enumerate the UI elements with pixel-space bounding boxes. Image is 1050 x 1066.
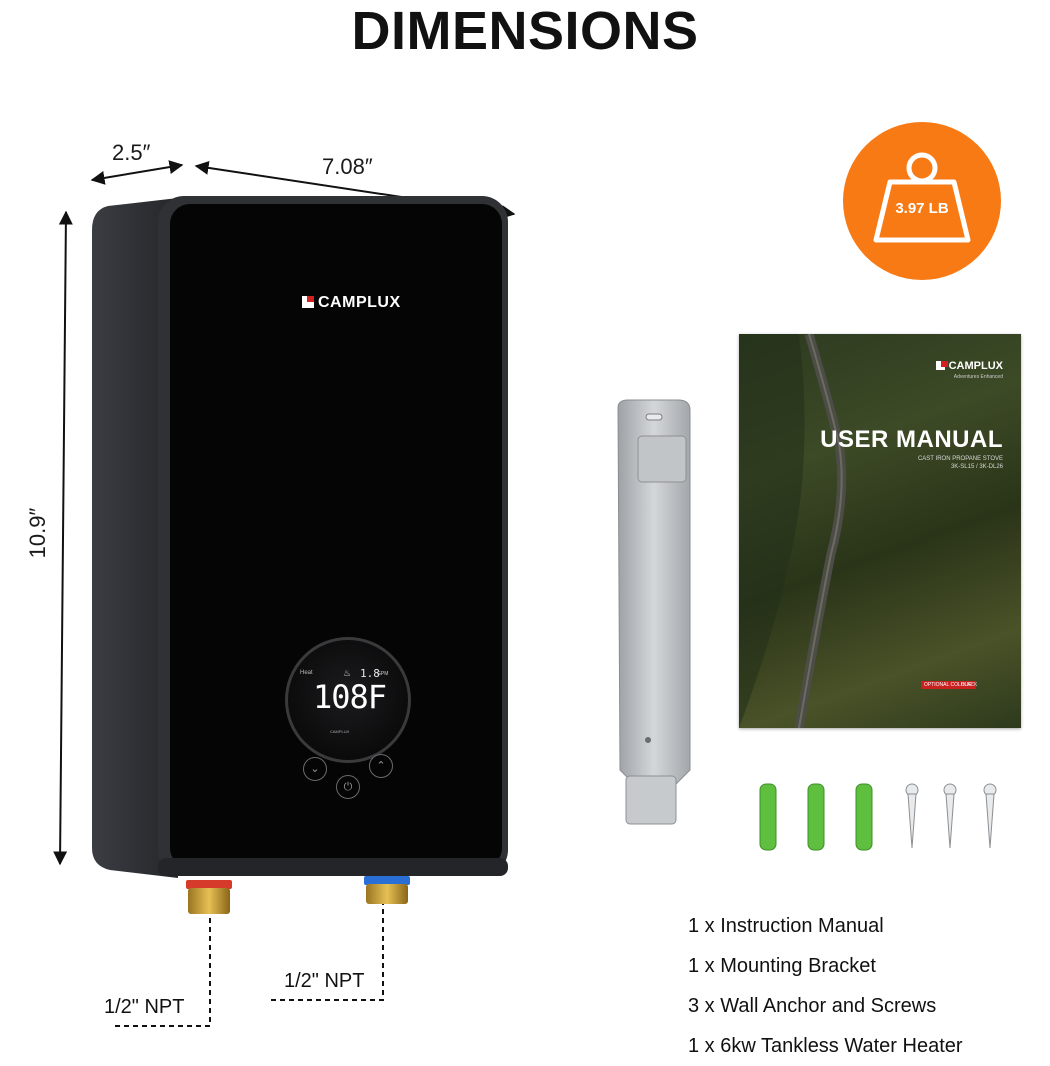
weight-badge (843, 122, 1001, 280)
weight-value: 3.97 LB (895, 200, 949, 217)
user-manual: CAMPLUX Adventures Enhanced USER MANUAL … (739, 334, 1021, 728)
package-contents: 1 x Instruction Manual 1 x Mounting Brac… (688, 906, 963, 1066)
width-label: 7.08″ (322, 154, 373, 179)
control-display (285, 637, 411, 763)
manual-subtitle-line1: CAST IRON PROPANE STOVE (917, 456, 1003, 462)
flow-readout: 1.8 (360, 667, 380, 680)
heat-indicator: Heat (300, 670, 313, 676)
camplux-logo-icon (935, 361, 948, 370)
camplux-logo-icon (302, 296, 314, 308)
manual-subtitle-line2: 3K-SL15 / 3K-DL26 (950, 464, 1003, 470)
manual-tagline: Adventures Enhanced (953, 374, 1003, 380)
screw (905, 783, 997, 849)
list-item: 3 x Wall Anchor and Screws (688, 995, 937, 1017)
down-chevron-icon[interactable]: ⌄ (303, 757, 327, 781)
heater-logo: CAMPLUX (302, 294, 401, 312)
right-npt-label: 1/2" NPT (284, 970, 365, 992)
manual-subtitle: CAST IRON PROPANE STOVE 3K-SL15 / 3K-DL2… (918, 455, 1003, 471)
water-heater (92, 196, 508, 878)
list-item: 1 x Instruction Manual (688, 915, 884, 937)
mounting-bracket (617, 399, 691, 825)
colour-value: BLACK (961, 682, 978, 688)
water-fittings (186, 876, 410, 914)
flow-unit: GPM (377, 671, 389, 677)
wall-anchor (759, 783, 873, 851)
height-arrow (53, 210, 73, 866)
height-label: 10.9″ (25, 507, 50, 559)
temperature-readout: 108F (313, 678, 387, 716)
list-item: 1 x 6kw Tankless Water Heater (688, 1035, 963, 1057)
colour-tag: OPTIONAL COLOUR: (921, 681, 977, 689)
manual-brand-text: CAMPLUX (948, 360, 1003, 372)
list-item: 1 x Mounting Bracket (688, 955, 876, 977)
heater-brand-text: CAMPLUX (318, 294, 401, 311)
page-title: DIMENSIONS (351, 1, 699, 61)
up-chevron-icon[interactable]: ⌃ (369, 754, 393, 778)
display-brand: CAMPLUX (330, 729, 350, 734)
shower-icon: ♨ (343, 668, 352, 678)
right-npt-leader (270, 900, 384, 1001)
manual-cover-photo (739, 334, 847, 728)
manual-brand: CAMPLUX (935, 360, 1003, 372)
depth-arrow (90, 160, 184, 185)
depth-label: 2.5″ (112, 140, 151, 165)
weight-icon (873, 152, 971, 243)
power-icon[interactable]: ⏻ (336, 775, 360, 799)
left-npt-leader (115, 918, 211, 1027)
left-npt-label: 1/2" NPT (104, 996, 185, 1018)
manual-title: USER MANUAL (820, 426, 1003, 453)
anchors-and-screws (759, 783, 997, 851)
